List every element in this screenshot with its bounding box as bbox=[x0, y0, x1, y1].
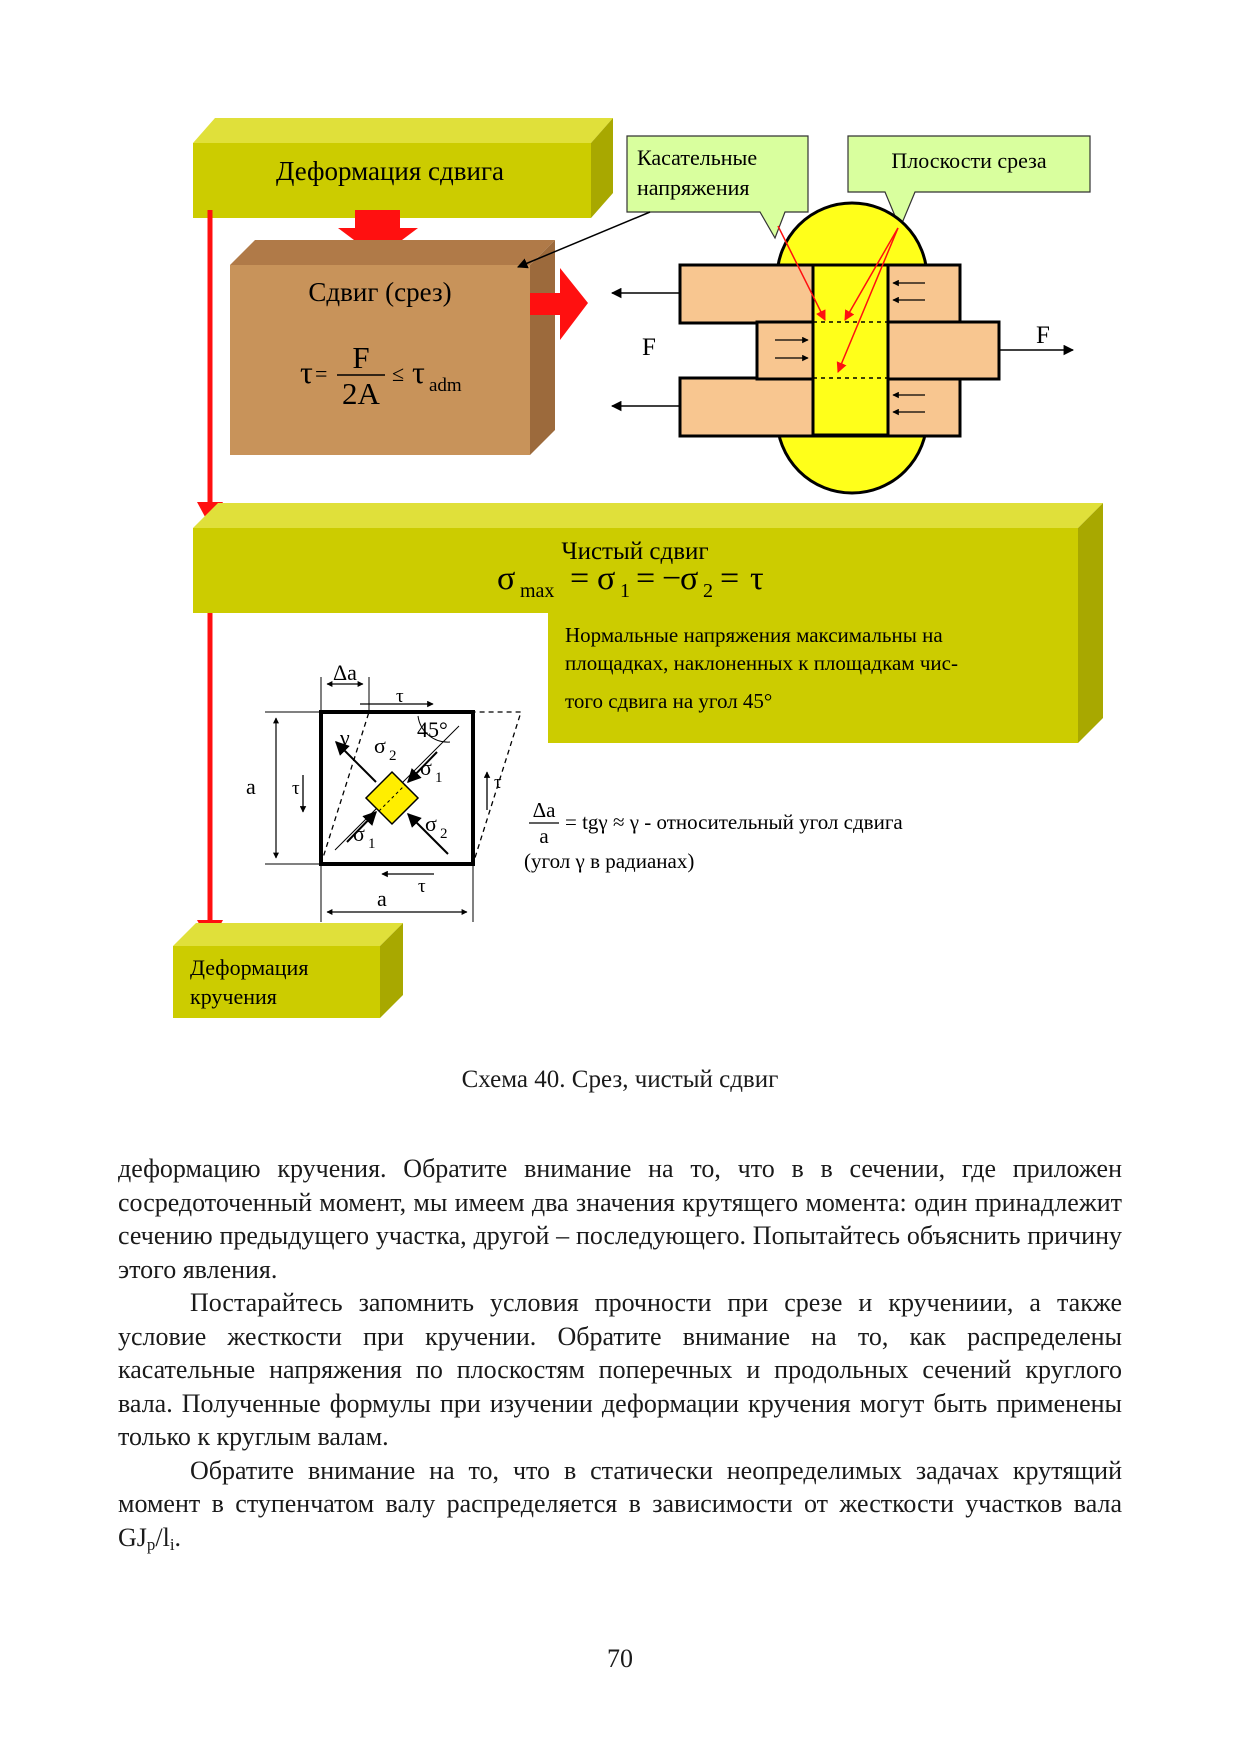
label-sigma1-bottom: σ bbox=[353, 821, 365, 846]
paragraph-3-text: Обратите внимание на то, что в статическ… bbox=[118, 1455, 1122, 1552]
box-shear-cut: Сдвиг (срез) τ = F 2A ≤ τ adm bbox=[230, 240, 555, 455]
label-gamma: γ bbox=[339, 725, 350, 750]
subscript-p: p bbox=[146, 1534, 156, 1554]
box-torsion-line1: Деформация bbox=[190, 955, 308, 980]
label-side-a-left: a bbox=[246, 774, 256, 799]
label-delta-a: Δa bbox=[333, 660, 357, 685]
strain-denominator: a bbox=[539, 824, 549, 848]
label-sigma2-top: σ bbox=[374, 733, 386, 758]
label-tau-right: τ bbox=[494, 772, 502, 793]
label-sigma1-right: σ bbox=[420, 755, 432, 780]
strain-definition: = tgγ ≈ γ - относительный угол сдвига bbox=[565, 810, 903, 834]
shear-element bbox=[265, 677, 522, 922]
formula-sigma1: σ bbox=[597, 560, 615, 597]
paragraph-1: деформацию кручения. Обратите внимание н… bbox=[118, 1154, 1122, 1284]
body-text: деформацию кручения. Обратите внимание н… bbox=[118, 1152, 1122, 1554]
strain-numerator: Δa bbox=[533, 798, 557, 822]
box-pure-shear-title: Чистый сдвиг bbox=[561, 538, 708, 565]
callout-pointer-line bbox=[517, 211, 651, 269]
paragraph-3: Обратите внимание на то, что в статическ… bbox=[118, 1454, 1122, 1555]
box-torsion-line2: кручения bbox=[190, 984, 277, 1009]
label-sigma2-bottom-sub: 2 bbox=[440, 826, 448, 842]
slash-l: /l bbox=[155, 1522, 170, 1552]
subscript-i: i bbox=[169, 1534, 175, 1554]
force-label-left: F bbox=[642, 334, 656, 361]
box-deformation-shear: Деформация сдвига bbox=[193, 118, 613, 218]
formula-denominator: 2A bbox=[342, 376, 381, 411]
figure-caption: Схема 40. Срез, чистый сдвиг bbox=[461, 1066, 779, 1093]
strain-formula: Δa a = tgγ ≈ γ - относительный угол сдви… bbox=[524, 798, 903, 873]
label-sigma1-right-sub: 1 bbox=[435, 770, 443, 786]
formula-tau: τ bbox=[300, 354, 313, 390]
force-label-right: F bbox=[1036, 322, 1050, 349]
label-sigma2-bottom: σ bbox=[425, 811, 437, 836]
formula-tau-adm-sub: adm bbox=[429, 375, 462, 396]
box-shear-cut-label: Сдвиг (срез) bbox=[308, 277, 451, 307]
box-pure-shear: Чистый сдвиг σ max = σ 1 = − σ 2 = τ Нор… bbox=[193, 503, 1103, 743]
formula-sigma-max: σ bbox=[497, 560, 515, 597]
formula-numerator: F bbox=[352, 340, 369, 375]
right-arrow-icon bbox=[530, 268, 588, 340]
label-sigma2-top-sub: 2 bbox=[389, 748, 397, 764]
box-deformation-shear-label: Деформация сдвига bbox=[276, 156, 504, 186]
note-line-3: того сдвига на угол 45° bbox=[565, 689, 772, 713]
callout-tangential-line2: напряжения bbox=[637, 175, 749, 200]
callout-tangential-stress: Касательные напряжения bbox=[626, 135, 809, 240]
formula-sub1: 1 bbox=[620, 580, 630, 602]
formula-sub2: 2 bbox=[703, 580, 713, 602]
paragraph-3-end: . bbox=[174, 1522, 182, 1552]
formula-eq3: = bbox=[720, 560, 739, 597]
formula-eq1: = bbox=[570, 560, 589, 597]
bolt-joint bbox=[610, 201, 1075, 495]
note-line-2: площадках, наклоненных к площадкам чис- bbox=[565, 651, 958, 675]
formula-sub-max: max bbox=[520, 580, 554, 602]
callout-tangential-line1: Касательные bbox=[637, 145, 757, 170]
label-angle-45: 45° bbox=[417, 717, 448, 742]
shear-diagram: Деформация сдвига Сдвиг (срез) τ = F 2A … bbox=[173, 118, 1103, 1018]
formula-minus: − bbox=[662, 560, 681, 597]
paragraph-2: Постарайтесь запомнить условия прочности… bbox=[118, 1288, 1122, 1451]
formula-eq: = bbox=[315, 361, 327, 386]
formula-eq2: = bbox=[636, 560, 655, 597]
label-sigma1-bottom-sub: 1 bbox=[368, 836, 376, 852]
label-side-a-bottom: a bbox=[377, 886, 387, 911]
formula-tau-right: τ bbox=[750, 560, 764, 597]
formula-tau-adm: τ bbox=[412, 354, 425, 390]
callout-shear-planes: Плоскости среза bbox=[847, 135, 1091, 230]
page-number: 70 bbox=[607, 1644, 633, 1673]
label-tau-left: τ bbox=[292, 778, 300, 799]
formula-le: ≤ bbox=[392, 361, 404, 386]
formula-sigma2: σ bbox=[680, 560, 698, 597]
callout-planes-label: Плоскости среза bbox=[891, 148, 1046, 173]
note-line-1: Нормальные напряжения максимальны на bbox=[565, 623, 943, 647]
label-tau-bottom: τ bbox=[418, 876, 426, 897]
down-arrow-icon bbox=[338, 210, 418, 258]
label-tau-top: τ bbox=[396, 686, 404, 707]
box-torsion: Деформация кручения bbox=[173, 923, 403, 1018]
strain-note: (угол γ в радианах) bbox=[524, 849, 694, 873]
